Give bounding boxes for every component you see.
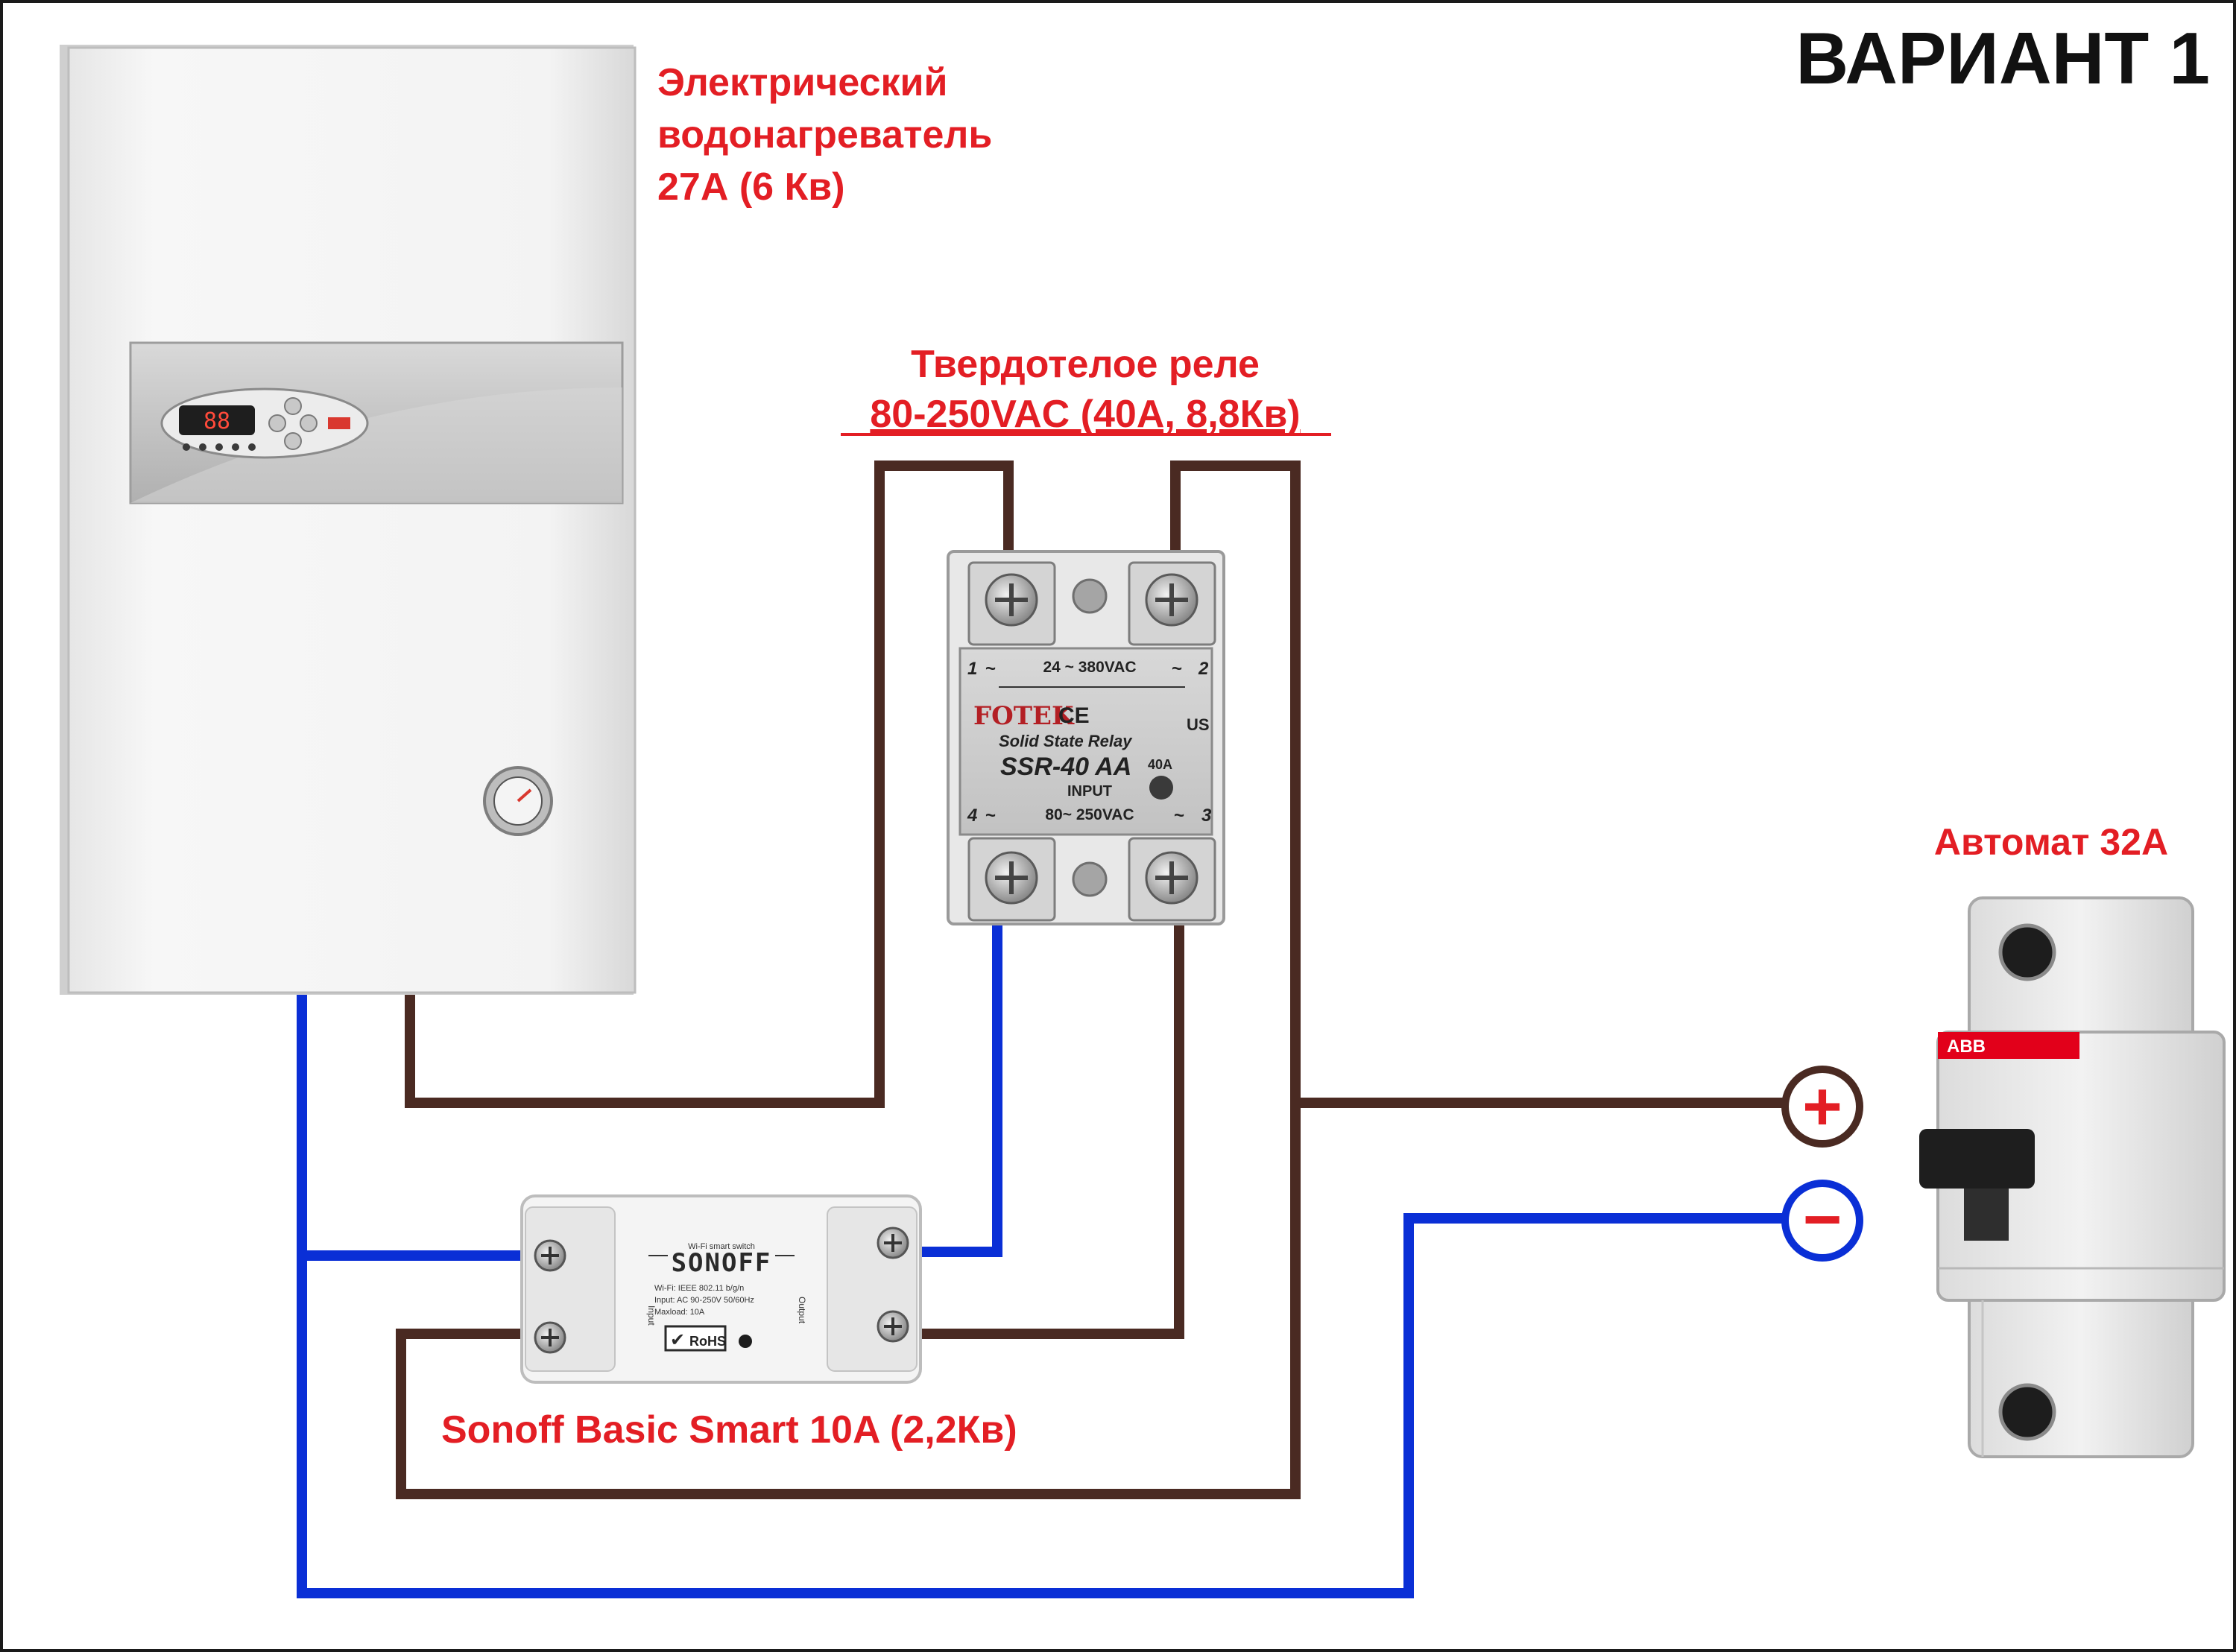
- breaker-top-screw-hole: [1998, 923, 2056, 981]
- water-heater: 88: [60, 45, 637, 995]
- heater-left-button[interactable]: [268, 414, 286, 432]
- heater-display: [179, 405, 255, 435]
- relay-brand: FOTEK: [973, 701, 1075, 731]
- heater-label-line-2: водонагреватель: [657, 113, 992, 156]
- minus-terminal[interactable]: −: [1781, 1180, 1863, 1262]
- wire-heater-neutral: [297, 995, 1785, 1598]
- svg-text:~: ~: [985, 806, 996, 826]
- sonoff-screw-in-l[interactable]: [534, 1321, 566, 1354]
- svg-text:~: ~: [1174, 806, 1184, 826]
- relay-mount-hole-top: [1072, 578, 1108, 614]
- svg-text:~: ~: [1172, 659, 1182, 679]
- relay-terminal-4: 4: [967, 806, 977, 826]
- plus-terminal[interactable]: +: [1781, 1066, 1863, 1148]
- sonoff-switch: Wi-Fi smart switch SONOFF Wi-Fi: IEEE 80…: [520, 1194, 922, 1384]
- sonoff-input-side: Input: [646, 1306, 657, 1326]
- heater-down-button[interactable]: [284, 432, 302, 450]
- minus-sign: −: [1803, 1183, 1842, 1257]
- relay-us-mark: US: [1187, 715, 1210, 734]
- breaker-toggle-lever[interactable]: [1919, 1129, 2035, 1189]
- breaker-brand: ABB: [1947, 1037, 1986, 1057]
- relay-label-line-2: 80-250VAC (40А, 8,8Кв): [870, 393, 1300, 436]
- relay-label-line-1: Твердотелое реле: [911, 343, 1260, 386]
- svg-text:~: ~: [985, 659, 996, 679]
- sonoff-spec-1: Wi-Fi: IEEE 802.11 b/g/n: [654, 1284, 744, 1293]
- heater-display-value: 88: [203, 408, 230, 434]
- sonoff-rohs-badge: [664, 1325, 727, 1352]
- sonoff-screw-in-n[interactable]: [534, 1239, 566, 1272]
- relay-indicator-led: [1149, 776, 1173, 800]
- sonoff-spec-3: Maxload: 10A: [654, 1308, 705, 1317]
- relay-input-label: INPUT: [1067, 783, 1112, 800]
- relay-input-voltage: 80~ 250VAC: [1045, 806, 1134, 823]
- heater-label-line-1: Электрический: [657, 61, 948, 104]
- page-title: ВАРИАНТ 1: [1796, 17, 2210, 99]
- wire-heater-to-relay: [405, 461, 1014, 1108]
- relay-mount-hole-bottom: [1072, 861, 1108, 897]
- heater-right-button[interactable]: [300, 414, 318, 432]
- circuit-breaker: ABB: [1919, 896, 2226, 1458]
- relay-current: 40A: [1148, 757, 1172, 772]
- wire-relay-to-plus: [1170, 461, 1785, 1108]
- wire-sonoff-to-relay-4: [909, 917, 1002, 1257]
- heater-indicator-leds: [183, 443, 256, 451]
- sonoff-screw-out-n[interactable]: [877, 1227, 909, 1259]
- wire-relay-to-sonoff-output: [909, 917, 1184, 1339]
- relay-screw-1[interactable]: [985, 573, 1038, 627]
- relay-terminal-1: 1: [967, 659, 977, 679]
- solid-state-relay: 1 ~ 2 ~ 24 ~ 380VAC FOTEK CE US Solid St…: [947, 550, 1225, 925]
- sonoff-check-icon: ✔: [670, 1329, 685, 1350]
- blue-wires: [297, 917, 1785, 1598]
- sonoff-subtitle: Wi-Fi smart switch: [688, 1242, 755, 1251]
- sonoff-brand: SONOFF: [672, 1248, 772, 1278]
- heater-logo: [328, 417, 350, 429]
- sonoff-spec-2: Input: AC 90-250V 50/60Hz: [654, 1296, 754, 1305]
- relay-type: Solid State Relay: [999, 732, 1133, 750]
- sonoff-pairing-button[interactable]: [739, 1335, 752, 1348]
- sonoff-screw-out-l[interactable]: [877, 1310, 909, 1343]
- plus-sign: +: [1802, 1069, 1842, 1145]
- relay-ce-mark: CE: [1058, 703, 1090, 728]
- breaker-label: Автомат 32А: [1934, 821, 2168, 863]
- sonoff-output-side: Output: [797, 1297, 807, 1324]
- heater-label-line-3: 27А (6 Кв): [657, 165, 845, 209]
- sonoff-rohs: RoHS: [689, 1334, 726, 1349]
- relay-terminal-2: 2: [1198, 659, 1209, 679]
- breaker-bottom-screw-hole: [1998, 1383, 2056, 1441]
- relay-model: SSR-40 AA: [1000, 753, 1131, 781]
- relay-terminal-3: 3: [1201, 806, 1212, 826]
- relay-screw-3[interactable]: [1145, 851, 1198, 905]
- heater-up-button[interactable]: [284, 397, 302, 415]
- breaker-red-band: [1938, 1032, 2079, 1059]
- sonoff-label: Sonoff Basic Smart 10A (2,2Кв): [441, 1408, 1017, 1452]
- relay-screw-4[interactable]: [985, 851, 1038, 905]
- brown-wires: [396, 461, 1785, 1499]
- wire-sonoff-input-loop: [396, 1103, 1301, 1499]
- relay-screw-2[interactable]: [1145, 573, 1198, 627]
- relay-top-voltage: 24 ~ 380VAC: [1043, 659, 1136, 676]
